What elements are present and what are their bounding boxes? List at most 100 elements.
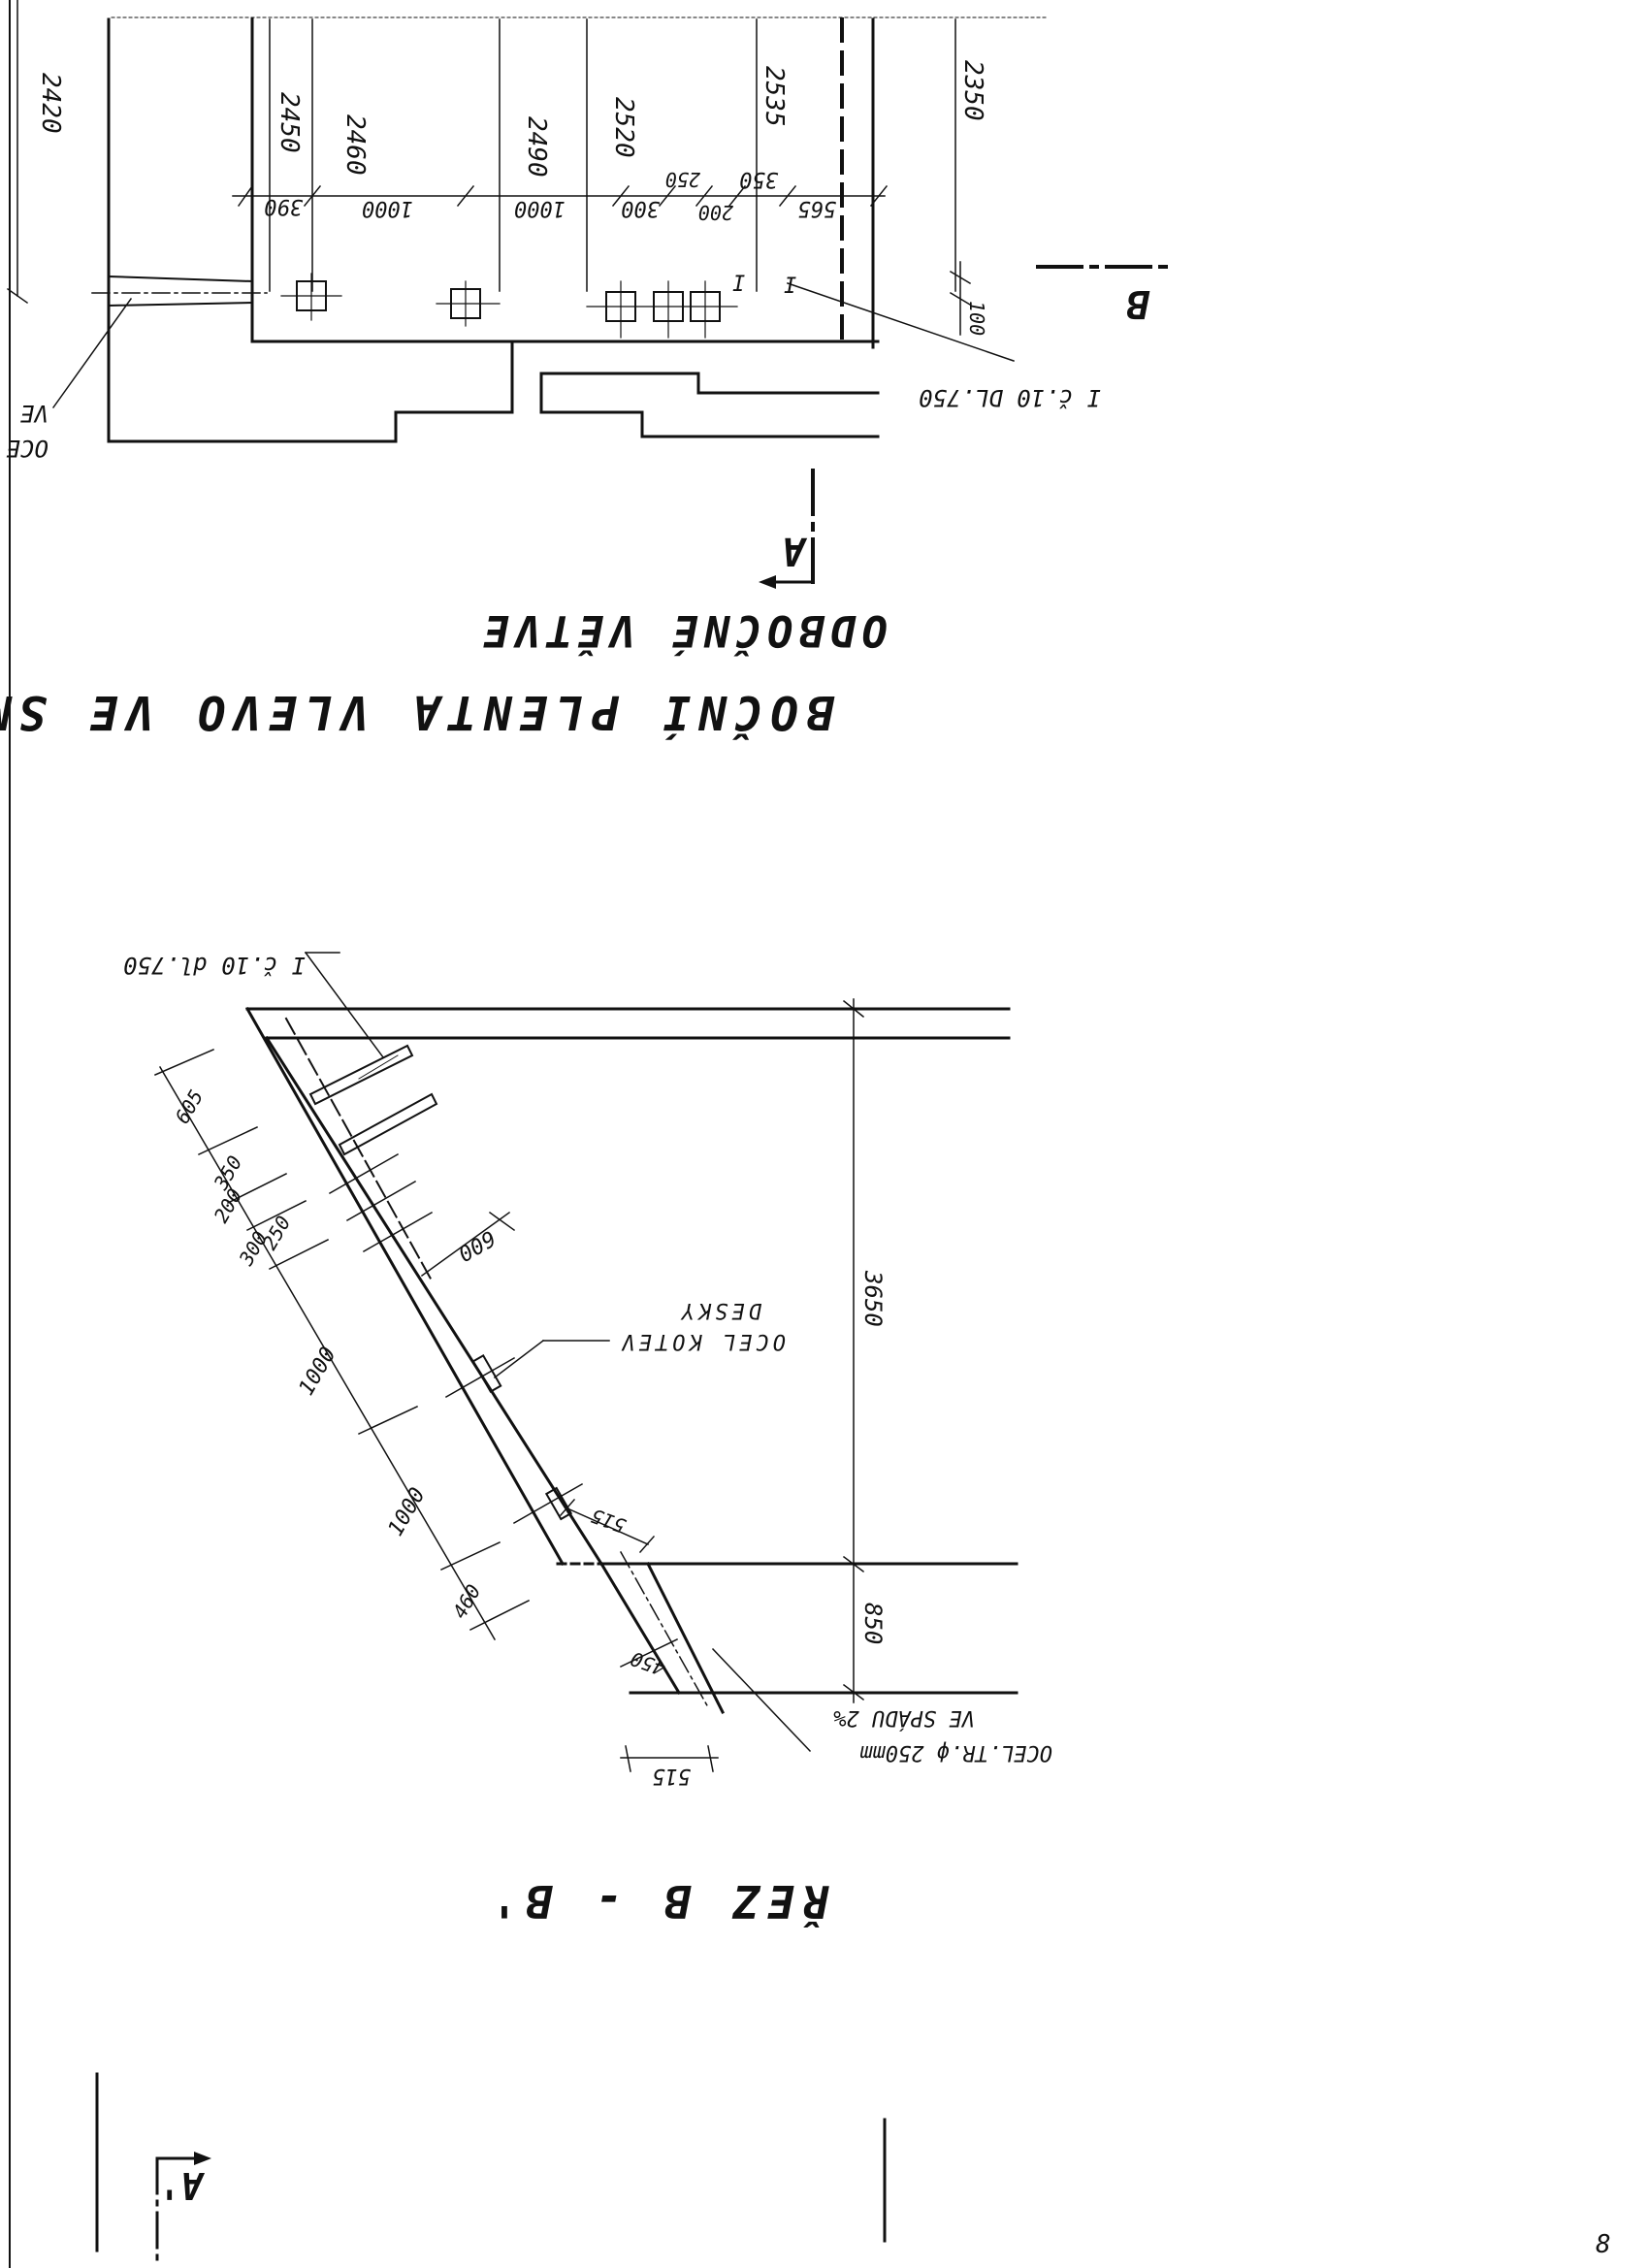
tick xyxy=(358,1406,418,1435)
slope-outer xyxy=(244,1006,566,1567)
anchor-squares xyxy=(280,273,738,339)
pipe-axis-lower xyxy=(619,1550,710,1709)
anchor-mark xyxy=(362,1211,434,1253)
tick xyxy=(198,1126,258,1155)
slope-dim-ticks xyxy=(154,1049,531,1632)
slope-axis xyxy=(284,1017,434,1282)
tick xyxy=(707,1745,714,1772)
profile-plate-axis xyxy=(358,1054,399,1080)
dim-ticks xyxy=(237,184,889,208)
tick xyxy=(456,184,475,208)
dim-1000-slope-a: 1000 xyxy=(295,1344,341,1400)
dim-1000-b: 1000 xyxy=(514,196,566,220)
section-b-letter: B xyxy=(1126,281,1150,326)
anchor-plate-mid xyxy=(471,1354,502,1393)
tick xyxy=(842,1683,865,1701)
tick xyxy=(226,1172,288,1205)
pipe-label-leader xyxy=(711,1647,812,1753)
dim-200-slope: 200 xyxy=(210,1184,247,1226)
tick xyxy=(638,1535,656,1554)
dim-line-515-top xyxy=(566,1507,649,1545)
tick xyxy=(488,1211,516,1232)
profile-leader-lower xyxy=(304,951,385,1059)
dim-200: 200 xyxy=(698,201,733,224)
view-title-line2: ODBOČNÉ VĚTVE xyxy=(478,605,888,657)
tick xyxy=(611,184,630,208)
dim-2450: 2450 xyxy=(275,92,304,153)
anchor-mark xyxy=(512,1482,584,1525)
tick xyxy=(440,1541,501,1571)
profile-plate-2 xyxy=(338,1092,438,1156)
step-right-lower xyxy=(539,410,880,438)
anchor-mark xyxy=(444,1356,516,1399)
dim-2520: 2520 xyxy=(609,97,638,158)
pipe-outer xyxy=(598,1561,682,1696)
dim-600: 600 xyxy=(454,1225,500,1266)
pipe-stub-bottom xyxy=(107,301,254,308)
dim-350: 350 xyxy=(739,167,779,191)
profile-label-lower: I č.10 dl.750 xyxy=(123,952,306,979)
pipe-inner xyxy=(645,1561,726,1715)
dim-2350: 2350 xyxy=(958,60,987,121)
profile-label-top: I č.10 DL.750 xyxy=(919,384,1101,411)
dim-250: 250 xyxy=(665,168,700,191)
dim-2420: 2420 xyxy=(36,73,65,134)
steel-label-1: OCE xyxy=(6,435,48,462)
dim-2535: 2535 xyxy=(760,66,789,127)
tick xyxy=(559,1498,576,1517)
i-mark-1: I xyxy=(732,273,745,297)
tick xyxy=(658,184,677,208)
section-a-arrowhead xyxy=(759,575,776,589)
dim-300: 300 xyxy=(621,196,661,220)
tick xyxy=(949,270,972,285)
dim-line-600 xyxy=(420,1211,511,1278)
tick xyxy=(237,184,254,208)
dim-1000-a: 1000 xyxy=(362,196,413,220)
anchor-label-2: DESKY xyxy=(678,1298,762,1322)
dim-100: 100 xyxy=(965,301,988,336)
tick xyxy=(303,184,322,208)
anchor-label-leader xyxy=(493,1339,545,1379)
tick xyxy=(842,999,865,1019)
section-a1-arrowhead xyxy=(194,2152,211,2165)
section-a1-letter: A' xyxy=(158,2164,206,2207)
dim-2490: 2490 xyxy=(522,116,551,178)
dim-2460: 2460 xyxy=(340,114,370,176)
step-right xyxy=(539,372,880,414)
dim-3650: 3650 xyxy=(859,1270,887,1327)
tick xyxy=(728,184,747,208)
tick xyxy=(268,1238,330,1271)
dim-605: 605 xyxy=(171,1085,209,1127)
steel-leader xyxy=(51,297,133,409)
tick xyxy=(245,1199,307,1232)
dim-515-bottom: 515 xyxy=(652,1764,691,1788)
steel-label-2: VE xyxy=(20,400,48,427)
anchor-label-1: OCEL KOTEV xyxy=(619,1329,786,1353)
tick xyxy=(949,291,972,307)
tick xyxy=(469,1599,531,1632)
anchor-marks xyxy=(328,1152,584,1525)
tick xyxy=(842,1555,865,1573)
profile-plate-1 xyxy=(308,1044,414,1106)
dim-850: 850 xyxy=(859,1603,887,1644)
section-b-b-view: I č.10 dl.750 DESKY OCEL KOTEV xyxy=(95,951,1611,2262)
side-panel-view: OCE VE 2420 2450 2460 2490 2520 2535 235… xyxy=(0,0,1176,2268)
tick xyxy=(154,1049,214,1076)
step-left xyxy=(394,340,514,443)
anchor-mark xyxy=(328,1152,400,1195)
tick xyxy=(778,184,797,208)
tick xyxy=(695,184,714,208)
section-title: ŘEZ B - B' xyxy=(483,1875,829,1928)
section-a-letter: A xyxy=(782,529,808,573)
profile-leader xyxy=(787,282,1015,362)
dim-390: 390 xyxy=(264,194,304,218)
i-mark-2: I xyxy=(784,275,796,299)
tick xyxy=(6,287,29,305)
anchor-mark xyxy=(345,1180,417,1222)
slope-dim-line xyxy=(158,1065,497,1641)
view-title-line1: BOČNÍ PLENTA VLEVO VE SMĚRU xyxy=(0,685,835,740)
dim-460: 460 xyxy=(448,1580,486,1622)
slope-inner xyxy=(264,1035,604,1567)
tick xyxy=(869,184,889,208)
